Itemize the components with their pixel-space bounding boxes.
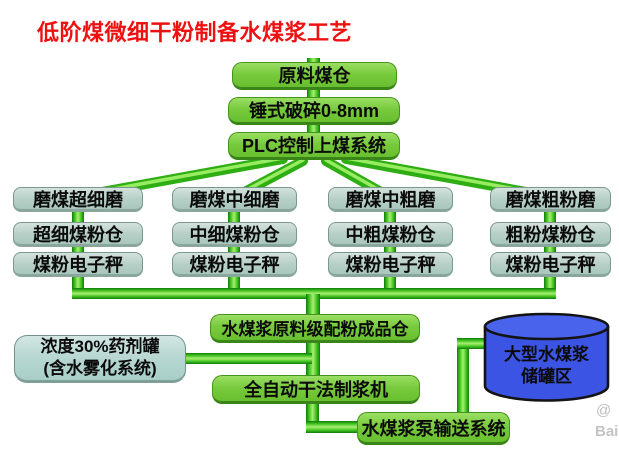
watermark-at-symbol: @	[596, 402, 612, 419]
node-additive-tank: 浓度30%药剂罐 (含水雾化系统)	[14, 335, 186, 383]
node-blend-product-bunker: 水煤浆原料级配粉成品仓	[210, 314, 420, 343]
additive-tank-line2: (含水雾化系统)	[43, 359, 157, 378]
storage-tank-label-line1: 大型水煤浆	[504, 345, 589, 364]
node-hammer-crusher: 锤式破碎0-8mm	[228, 97, 400, 125]
node-mill-3: 磨煤中粗磨	[328, 187, 453, 212]
pipe-collector-bar	[72, 288, 556, 299]
pipe-riser-to-tank	[457, 338, 491, 349]
pipe-pump-riser	[457, 338, 469, 415]
pipe-column-3	[384, 200, 396, 295]
node-scale-3: 煤粉电子秤	[328, 252, 453, 277]
storage-tank-cylinder	[483, 312, 610, 402]
pipe-machine-to-pump	[306, 421, 364, 433]
node-scale-4: 煤粉电子秤	[490, 252, 611, 277]
node-mill-1: 磨煤超细磨	[13, 187, 143, 212]
node-scale-2: 煤粉电子秤	[172, 252, 297, 277]
node-scale-1: 煤粉电子秤	[13, 252, 143, 277]
watermark-text: Bai	[595, 423, 619, 440]
node-bunker-4: 粗粉煤粉仓	[490, 222, 611, 247]
node-bunker-3: 中粗煤粉仓	[328, 222, 453, 247]
node-bunker-1: 超细煤粉仓	[13, 222, 143, 247]
node-mill-2: 磨煤中细磨	[172, 187, 297, 212]
storage-tank-label-line2: 储罐区	[521, 367, 572, 386]
pipe-additive-feed	[180, 353, 312, 364]
pipe-column-2	[228, 200, 240, 295]
pipe-column-1	[72, 200, 84, 295]
diagram-title: 低阶煤微细干粉制备水煤浆工艺	[37, 20, 353, 45]
node-slurry-machine: 全自动干法制浆机	[212, 375, 420, 404]
additive-tank-line1: 浓度30%药剂罐	[40, 336, 160, 356]
node-pump-system: 水煤浆泵输送系统	[357, 412, 510, 445]
pipe-column-4	[544, 200, 556, 295]
node-bunker-2: 中细煤粉仓	[172, 222, 297, 247]
node-plc-coal-feed-system: PLC控制上煤系统	[228, 132, 400, 160]
node-raw-coal-bunker: 原料煤仓	[232, 62, 397, 90]
node-mill-4: 磨煤粗粉磨	[490, 187, 611, 212]
